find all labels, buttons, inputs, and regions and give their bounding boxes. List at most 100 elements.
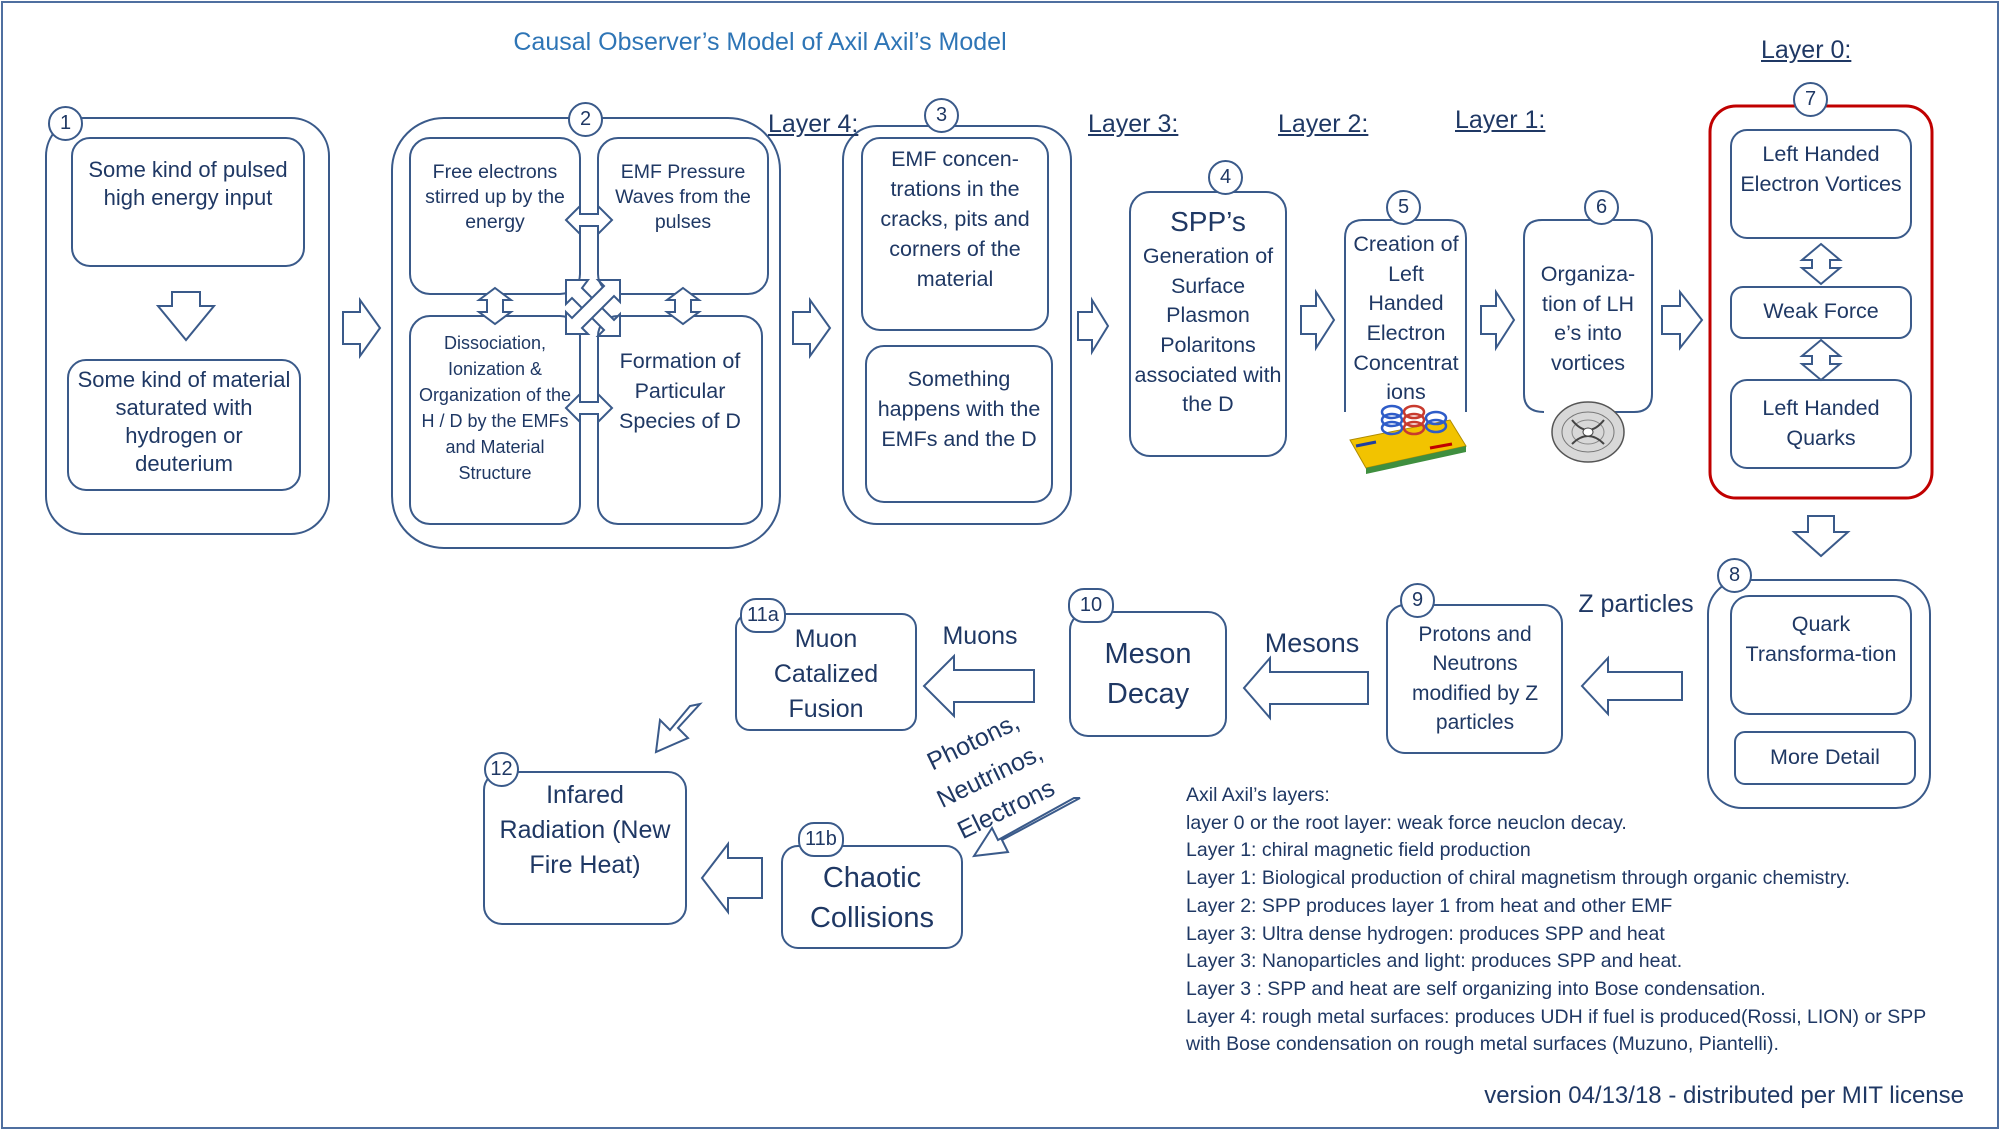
- node-1-number: 1: [48, 106, 83, 141]
- arrow-10-11b: [972, 797, 1081, 858]
- connector-7-upper: [1799, 242, 1843, 286]
- node-1-bottom-text: Some kind of material saturated with hyd…: [77, 367, 291, 477]
- notes-line: Layer 3 : SPP and heat are self organizi…: [1186, 977, 1766, 1000]
- node-3-box: [842, 125, 1072, 525]
- node-5-body: Creation of Left Handed Electron Concent…: [1353, 232, 1459, 405]
- arrow-1-2: [342, 296, 382, 360]
- node-8-button-box: [1734, 731, 1916, 785]
- node-10-box: [1069, 611, 1227, 737]
- node-8-top-box: [1730, 595, 1912, 715]
- vortex-torus-icon: [1551, 401, 1625, 463]
- node-1-top-box: [71, 137, 305, 267]
- node-9-number: 9: [1400, 583, 1435, 618]
- node-11a-body: Muon Catalized Fusion: [773, 625, 879, 723]
- layer-0-label: Layer 0:: [1761, 36, 1852, 64]
- node-12-number: 12: [484, 752, 519, 787]
- notes-heading: Axil Axil’s layers:: [1186, 784, 1330, 806]
- notes-line: layer 0 or the root layer: weak force ne…: [1186, 811, 1627, 834]
- notes-line: with Bose condensation on rough metal su…: [1186, 1033, 1779, 1056]
- notes-line: Layer 4: rough metal surfaces: produces …: [1186, 1005, 1927, 1028]
- edge-label-z-particles: Z particles: [1578, 590, 1694, 618]
- node-12-body: Infared Radiation (New Fire Heat): [499, 781, 671, 879]
- notes-line: Layer 3: Nanoparticles and light: produc…: [1186, 950, 1683, 973]
- flow-arrows: [155, 288, 1851, 915]
- node-2-tl-text: Free electrons stirred up by the energy: [425, 161, 565, 233]
- connector-2-top: [564, 203, 614, 237]
- node-4-number: 4: [1208, 160, 1243, 195]
- node-10-number: 10: [1068, 588, 1114, 623]
- layer-notes: Axil Axil’s layers: layer 0 or the root …: [1186, 782, 1926, 1059]
- arrow-5-6: [1480, 288, 1516, 352]
- node-4-heading: SPP’s: [1170, 206, 1246, 237]
- connector-2-diag-2: [565, 279, 621, 335]
- node-3-bottom-text: Something happens with the EMFs and the …: [877, 367, 1041, 452]
- node-1-box: [45, 117, 330, 535]
- node-7-connectors: [1799, 242, 1843, 382]
- node-11a-box: [735, 613, 917, 731]
- notes-line: Layer 1: chiral magnetic field productio…: [1186, 839, 1531, 862]
- node-3-top-text: EMF concen-trations in the cracks, pits …: [880, 147, 1030, 292]
- node-2-br-text: Formation of Particular Species of D: [619, 349, 741, 434]
- node-3-number: 3: [924, 98, 959, 133]
- layer-2-label: Layer 2:: [1278, 110, 1369, 138]
- node-6-number: 6: [1584, 190, 1619, 225]
- node-5-number: 5: [1386, 190, 1421, 225]
- arrow-9-10: [1242, 655, 1369, 721]
- arrow-11a-12: [654, 702, 703, 754]
- connector-2-bottom: [564, 391, 614, 425]
- page-title: Causal Observer’s Model of Axil Axil’s M…: [513, 28, 1007, 56]
- node-1-bottom-box: [67, 359, 301, 491]
- node-9-box: [1386, 604, 1563, 754]
- node-7-number: 7: [1793, 82, 1828, 117]
- node-3-top-box: [861, 137, 1049, 331]
- node-6-body: Organiza-tion of LH e’s into vortices: [1540, 262, 1636, 375]
- notes-line: Layer 2: SPP produces layer 1 from heat …: [1186, 894, 1673, 917]
- node-2-bl-text: Dissociation, Ionization & Organization …: [418, 333, 572, 484]
- layer-3-label: Layer 3:: [1088, 110, 1179, 138]
- node-11b-body: Chaotic Collisions: [809, 862, 935, 935]
- node-7-top-text: Left Handed Electron Vortices: [1740, 142, 1902, 196]
- node-2-tr-text: EMF Pressure Waves from the pulses: [615, 161, 751, 233]
- node-8-number: 8: [1717, 558, 1752, 593]
- arrow-11b-12: [700, 841, 763, 915]
- node-8-box: [1707, 579, 1931, 809]
- connector-7-lower: [1799, 338, 1843, 382]
- arrow-4-5: [1300, 288, 1336, 352]
- node-7-middle-text: Weak Force: [1763, 299, 1879, 323]
- version-footer: version 04/13/18 - distributed per MIT l…: [1484, 1082, 1964, 1109]
- node-7-top-box: [1730, 129, 1912, 239]
- arrow-7-8: [1791, 515, 1851, 558]
- node-7-middle-box: [1730, 286, 1912, 339]
- edge-label-muons: Muons: [942, 622, 1018, 650]
- layer-4-label: Layer 4:: [768, 110, 859, 138]
- node-10-body: Meson Decay: [1104, 638, 1192, 711]
- more-detail-button[interactable]: More Detail: [1770, 745, 1880, 769]
- layer-1-label: Layer 1:: [1455, 106, 1546, 134]
- connector-2-right: [664, 286, 702, 326]
- arrow-8-9: [1580, 655, 1683, 717]
- node-3-bottom-box: [865, 345, 1053, 503]
- node-11b-number: 11b: [798, 822, 844, 857]
- connector-2-left: [476, 286, 514, 326]
- arrow-3-4: [1077, 296, 1110, 356]
- arrow-6-7: [1661, 289, 1704, 351]
- node-2-number: 2: [568, 102, 603, 137]
- node-12-box: [483, 771, 687, 925]
- notes-line: Layer 3: Ultra dense hydrogen: produces …: [1186, 922, 1665, 945]
- arrow-2-3: [792, 296, 832, 360]
- node-1-top-text: Some kind of pulsed high energy input: [88, 157, 288, 211]
- node-6-box: [1523, 219, 1653, 413]
- arrow-10-11a: [922, 653, 1035, 719]
- spp-coil-icon: [1349, 404, 1467, 474]
- arrow-1-down: [155, 291, 217, 342]
- node-2-connectors: [476, 203, 702, 425]
- notes-line: Layer 1: Biological production of chiral…: [1186, 867, 1851, 890]
- node-11b-box: [781, 845, 963, 949]
- edge-label-mesons: Mesons: [1264, 628, 1360, 658]
- node-9-body: Protons and Neutrons modified by Z parti…: [1411, 623, 1539, 735]
- node-11a-number: 11a: [740, 598, 786, 633]
- node-4-body: Generation of Surface Plasmon Polaritons…: [1134, 244, 1282, 417]
- node-7-bottom-text: Left Handed Quarks: [1762, 396, 1880, 450]
